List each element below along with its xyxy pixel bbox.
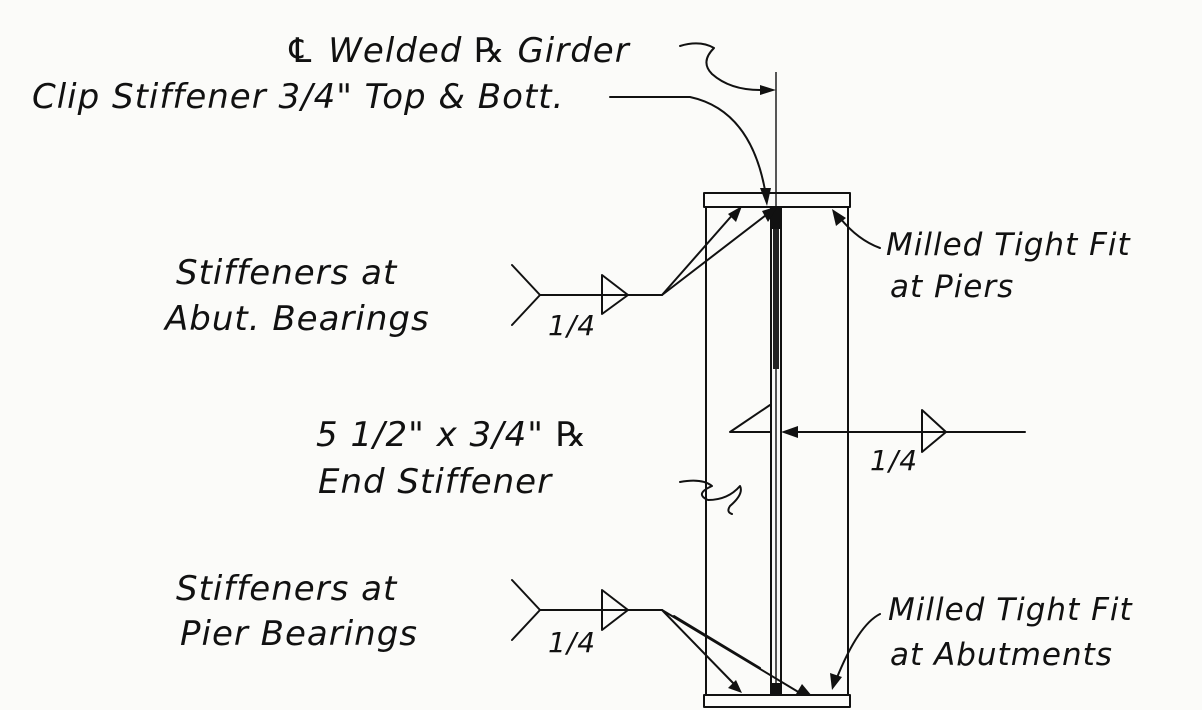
pier-weld-size: 1/4: [548, 626, 596, 659]
milled-abut-leader: [835, 613, 881, 681]
pier-stiffeners-label-1: Stiffeners at: [176, 569, 398, 609]
end-weld-symbol: [729, 404, 1026, 433]
pier-fillet-triangle: [601, 589, 629, 631]
abut-fillet-triangle: [601, 274, 629, 315]
clip-stiffener-top: [772, 207, 781, 229]
clip-stiffener-leader: [609, 96, 766, 191]
abut-stiffeners-label-2: Abut. Bearings: [163, 299, 430, 339]
end-fillet-triangle: [921, 409, 947, 453]
milled-abut-label-2: at Abutments: [890, 637, 1113, 673]
milled-piers-leader: [839, 217, 881, 249]
end-stiffener-leader: [679, 479, 742, 515]
clip-stiffener-label: Clip Stiffener 3/4" Top & Bott.: [32, 77, 564, 117]
abut-stiffeners-label-1: Stiffeners at: [176, 253, 398, 293]
cl-girder-label: ℄ Welded ℞ Girder: [285, 31, 631, 71]
bottom-flange: [703, 694, 851, 708]
annotations: ℄ Welded ℞ Girder Clip Stiffener 3/4" To…: [32, 31, 1134, 673]
end-stiffener-label-1: 5 1/2" x 3/4" ℞: [316, 415, 587, 455]
girder-section: [703, 72, 851, 708]
cl-girder-leader: [679, 42, 773, 91]
abut-weld-size: 1/4: [548, 309, 596, 342]
clip-stiffener-bottom: [772, 683, 781, 695]
milled-abut-label-1: Milled Tight Fit: [888, 592, 1134, 628]
web-weld-fill: [773, 229, 779, 369]
pier-stiffeners-label-2: Pier Bearings: [180, 614, 418, 654]
milled-piers-label-2: at Piers: [890, 269, 1014, 305]
end-stiffener-label-2: End Stiffener: [318, 462, 553, 502]
milled-piers-label-1: Milled Tight Fit: [886, 227, 1132, 263]
end-weld-size: 1/4: [870, 444, 918, 477]
top-flange: [703, 192, 851, 208]
leader-lines: [511, 42, 1026, 696]
